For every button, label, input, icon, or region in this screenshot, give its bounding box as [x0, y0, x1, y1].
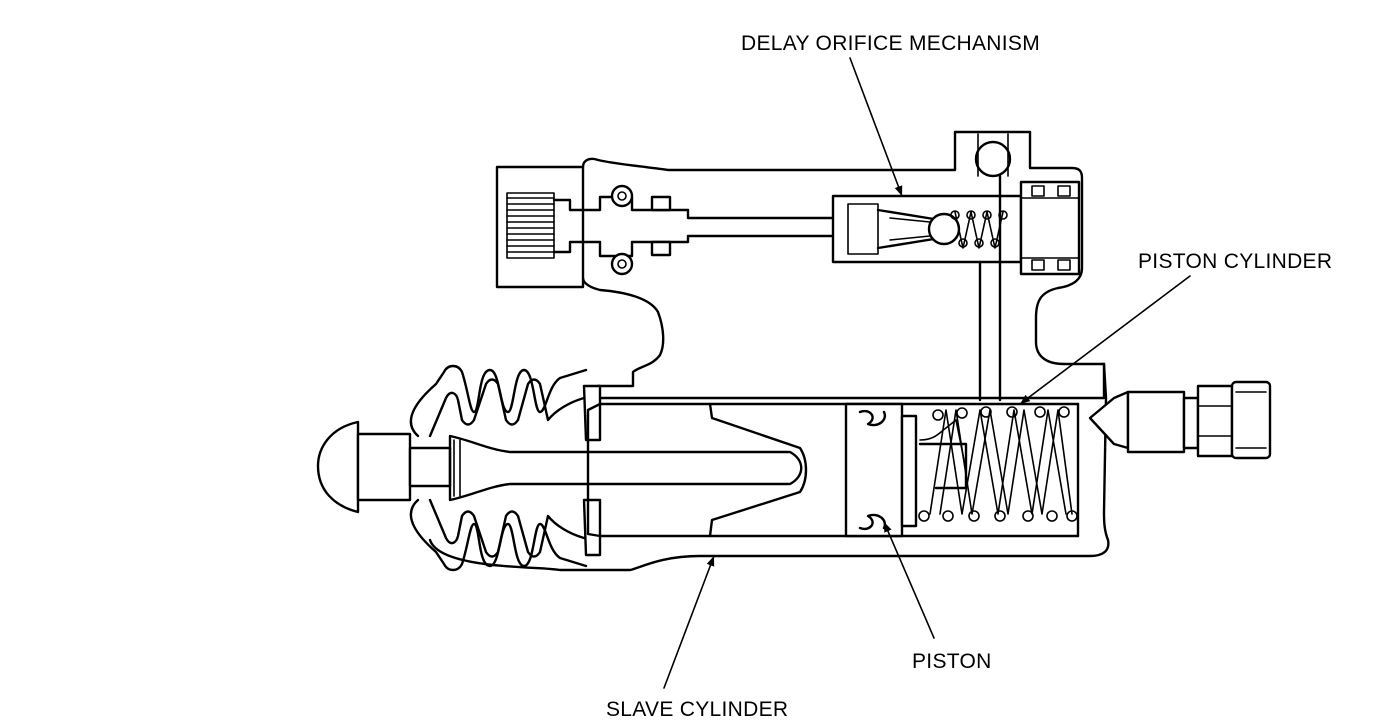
leader-piston — [883, 521, 935, 639]
leader-slave-cylinder — [663, 555, 715, 689]
delay-orifice-assembly — [831, 133, 1081, 402]
upper-housing — [495, 130, 1106, 388]
label-delay-orifice-mechanism: DELAY ORIFICE MECHANISM — [741, 32, 1040, 55]
label-piston-cylinder: PISTON CYLINDER — [1138, 250, 1332, 273]
pushrod-and-boot — [316, 364, 803, 572]
piston-block — [844, 402, 904, 538]
bleeder-fitting — [1088, 380, 1272, 460]
bleed-ball — [974, 140, 1012, 178]
main-body — [428, 362, 1110, 572]
fitting-threads — [506, 197, 555, 253]
pushrod-head — [316, 420, 360, 514]
leader-piston-cylinder — [1019, 275, 1191, 405]
callout-leaders — [663, 57, 1191, 689]
o-ring-lower — [610, 252, 634, 276]
label-piston: PISTON — [912, 650, 992, 673]
label-slave-cylinder: SLAVE CYLINDER — [606, 698, 788, 721]
return-spring — [918, 406, 1078, 522]
o-ring-upper — [610, 184, 634, 208]
leader-delay-orifice — [849, 57, 903, 197]
